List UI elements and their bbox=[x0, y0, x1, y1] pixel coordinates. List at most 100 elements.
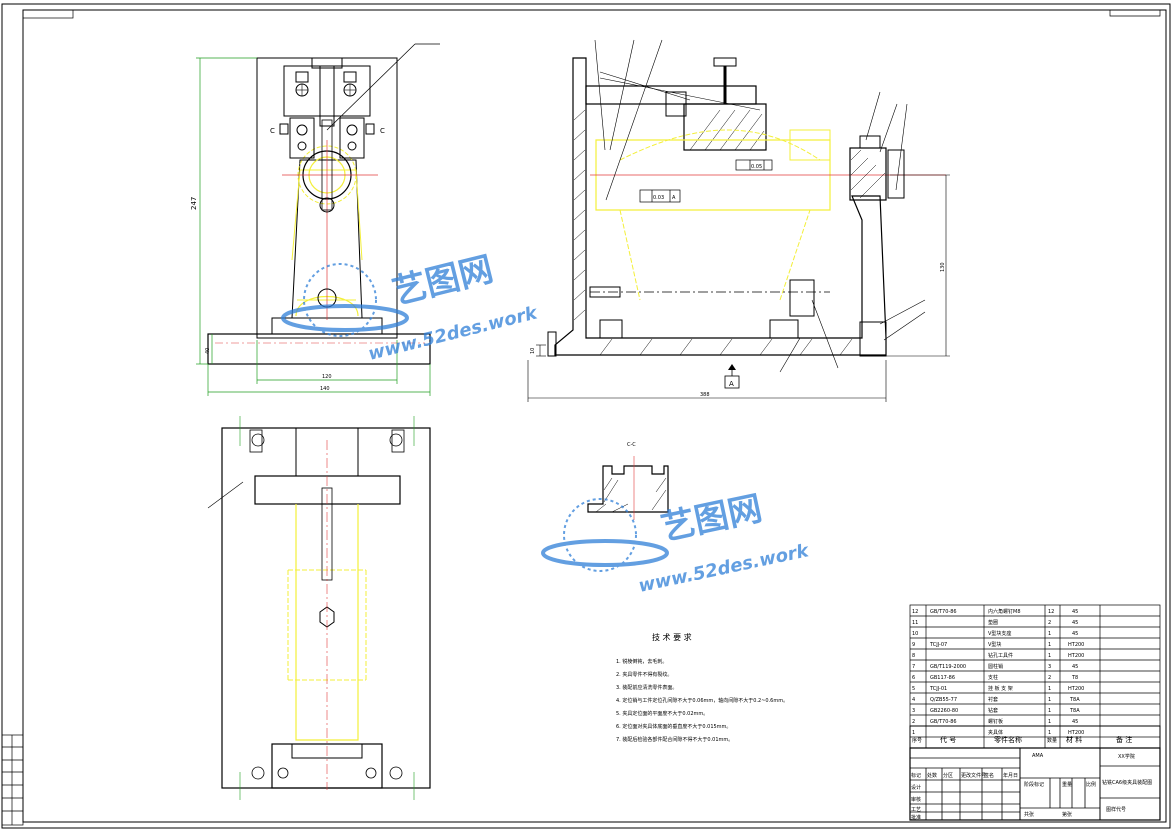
dim-height: 247 bbox=[190, 197, 198, 210]
part-code: GB2260-80 bbox=[930, 708, 958, 714]
title-block-text: AMA XX学院 钻铣CA6级夹具装配图 图样代号 标记 处数 分区 更改文件号… bbox=[911, 753, 1152, 821]
part-qty: 2 bbox=[1048, 675, 1051, 681]
part-code: Q/ZB55-77 bbox=[930, 697, 957, 703]
part-qty: 1 bbox=[1048, 653, 1051, 659]
part-code: GB/T119-2000 bbox=[930, 664, 966, 670]
part-material: 45 bbox=[1072, 719, 1078, 725]
title-role-label: 设计 bbox=[911, 784, 921, 791]
watermark-brand: 艺图网 bbox=[389, 249, 498, 312]
parts-list bbox=[909, 604, 1161, 749]
dim-side-height: 130 bbox=[940, 262, 946, 272]
title-row-label: 签名 bbox=[984, 772, 994, 779]
title-drawing-name: 钻铣CA6级夹具装配图 bbox=[1102, 779, 1152, 786]
parts-header-note: 备 注 bbox=[1116, 735, 1132, 744]
parts-header-name: 零件名称 bbox=[994, 735, 1022, 744]
watermark-brand: 艺图网 bbox=[658, 488, 766, 548]
part-no: 12 bbox=[912, 609, 918, 615]
tol-perp-datum: A bbox=[672, 195, 676, 201]
tol-flatness-frame bbox=[735, 159, 773, 171]
title-role-label: 审核 bbox=[911, 796, 921, 803]
side-body bbox=[554, 57, 887, 356]
sheet-left-strip bbox=[1, 734, 24, 826]
title-row-label: 更改文件号 bbox=[961, 772, 986, 779]
title-row-label: 分区 bbox=[943, 772, 953, 779]
tech-req-item: 1. 锐棱倒钝，去毛刺。 bbox=[616, 658, 667, 665]
part-qty: 1 bbox=[1048, 708, 1051, 714]
part-name: 钻孔工具件 bbox=[988, 652, 1013, 659]
tech-req-item: 2. 夹具零件不得有裂纹。 bbox=[616, 671, 672, 678]
part-material: 45 bbox=[1072, 609, 1078, 615]
part-qty: 1 bbox=[1048, 719, 1051, 725]
part-name: V型块支座 bbox=[988, 630, 1011, 637]
dim-base-height: 40 bbox=[205, 348, 211, 354]
part-no: 3 bbox=[912, 708, 915, 714]
part-name: 螺钉板 bbox=[988, 718, 1003, 725]
part-material: T8A bbox=[1069, 708, 1080, 714]
part-no: 10 bbox=[912, 631, 918, 637]
part-name: V型块 bbox=[988, 641, 1001, 648]
parts-header-no: 序号 bbox=[912, 737, 922, 744]
part-material: HT200 bbox=[1068, 653, 1084, 659]
part-no: 4 bbox=[912, 697, 915, 703]
title-field-label: 阶段标记 bbox=[1024, 781, 1044, 788]
part-code: GB117-86 bbox=[930, 675, 955, 681]
part-qty: 1 bbox=[1048, 697, 1051, 703]
top-bolts bbox=[249, 429, 405, 780]
title-role-label: 批准 bbox=[911, 814, 921, 821]
part-material: 45 bbox=[1072, 620, 1078, 626]
title-school: XX学院 bbox=[1118, 753, 1135, 760]
dim-base-width-inner: 120 bbox=[322, 374, 332, 380]
part-qty: 3 bbox=[1048, 664, 1051, 670]
dim-side-width: 388 bbox=[700, 392, 710, 398]
sheet-frame bbox=[1, 3, 1171, 829]
tol-flatness-value: 0.05 bbox=[751, 164, 762, 170]
section-cc-label: C-C bbox=[627, 442, 636, 448]
title-row-label: 处数 bbox=[927, 772, 937, 779]
title-sheet-label: 共张 bbox=[1024, 811, 1034, 818]
side-view: 0.05 0.03 A A 388 130 10 bbox=[527, 39, 950, 402]
front-dimensions bbox=[196, 57, 431, 396]
part-qty: 2 bbox=[1048, 620, 1051, 626]
title-field-label: 比例 bbox=[1086, 781, 1096, 788]
part-qty: 1 bbox=[1048, 686, 1051, 692]
tol-perp-value: 0.03 bbox=[653, 195, 664, 201]
dim-base-width-outer: 140 bbox=[320, 386, 330, 392]
tech-requirements: 技 术 要 求 1. 锐棱倒钝，去毛刺。 2. 夹具零件不得有裂纹。 3. 装配… bbox=[616, 632, 788, 743]
title-block bbox=[909, 747, 1161, 821]
front-view: C C 247 40 120 140 bbox=[190, 43, 440, 396]
part-no: 1 bbox=[912, 730, 915, 736]
tech-req-item: 5. 夹具定位面的平面度不大于0.02mm。 bbox=[616, 710, 708, 717]
part-qty: 1 bbox=[1048, 642, 1051, 648]
tech-req-item: 6. 定位面对夹具体底面的垂直度不大于0.015mm。 bbox=[616, 723, 731, 730]
part-no: 8 bbox=[912, 653, 915, 659]
parts-rows: 12 GB/T70-86 内六角螺钉M8 12 45 11 垫圈 2 45 10… bbox=[912, 608, 1132, 744]
part-material: HT200 bbox=[1068, 686, 1084, 692]
part-qty: 1 bbox=[1048, 730, 1051, 736]
part-material: T8A bbox=[1069, 697, 1080, 703]
title-row-label: 标记 bbox=[911, 772, 921, 779]
side-dimensions bbox=[527, 174, 950, 402]
part-name: 内六角螺钉M8 bbox=[988, 608, 1021, 615]
part-name: 垫圈 bbox=[988, 619, 998, 626]
section-mark-right: C bbox=[380, 127, 385, 135]
part-qty: 1 bbox=[1048, 631, 1051, 637]
top-view bbox=[207, 416, 431, 800]
part-no: 9 bbox=[912, 642, 915, 648]
part-code: GB/T70-86 bbox=[930, 719, 957, 725]
tol-perp-frame bbox=[639, 189, 681, 203]
parts-header-code: 代 号 bbox=[940, 735, 956, 744]
parts-header-qty: 数量 bbox=[1047, 737, 1057, 744]
parts-header-material: 材 料 bbox=[1066, 735, 1082, 744]
watermark-2: 艺图网 www.52des.work bbox=[541, 488, 811, 597]
section-cc: C-C bbox=[587, 442, 669, 520]
tech-req-item: 4. 定位销与工件定位孔间隙不大于0.06mm，轴向间隙不大于0.2~0.6mm… bbox=[616, 697, 788, 704]
part-material: HT200 bbox=[1068, 730, 1084, 736]
part-name: 衬套 bbox=[988, 696, 998, 703]
tech-req-title: 技 术 要 求 bbox=[652, 632, 692, 642]
dim-side-small: 10 bbox=[530, 348, 536, 354]
part-no: 2 bbox=[912, 719, 915, 725]
part-code: TCJJ-01 bbox=[929, 686, 947, 692]
watermark-1: 艺图网 www.52des.work bbox=[281, 249, 540, 365]
part-material: 45 bbox=[1072, 631, 1078, 637]
